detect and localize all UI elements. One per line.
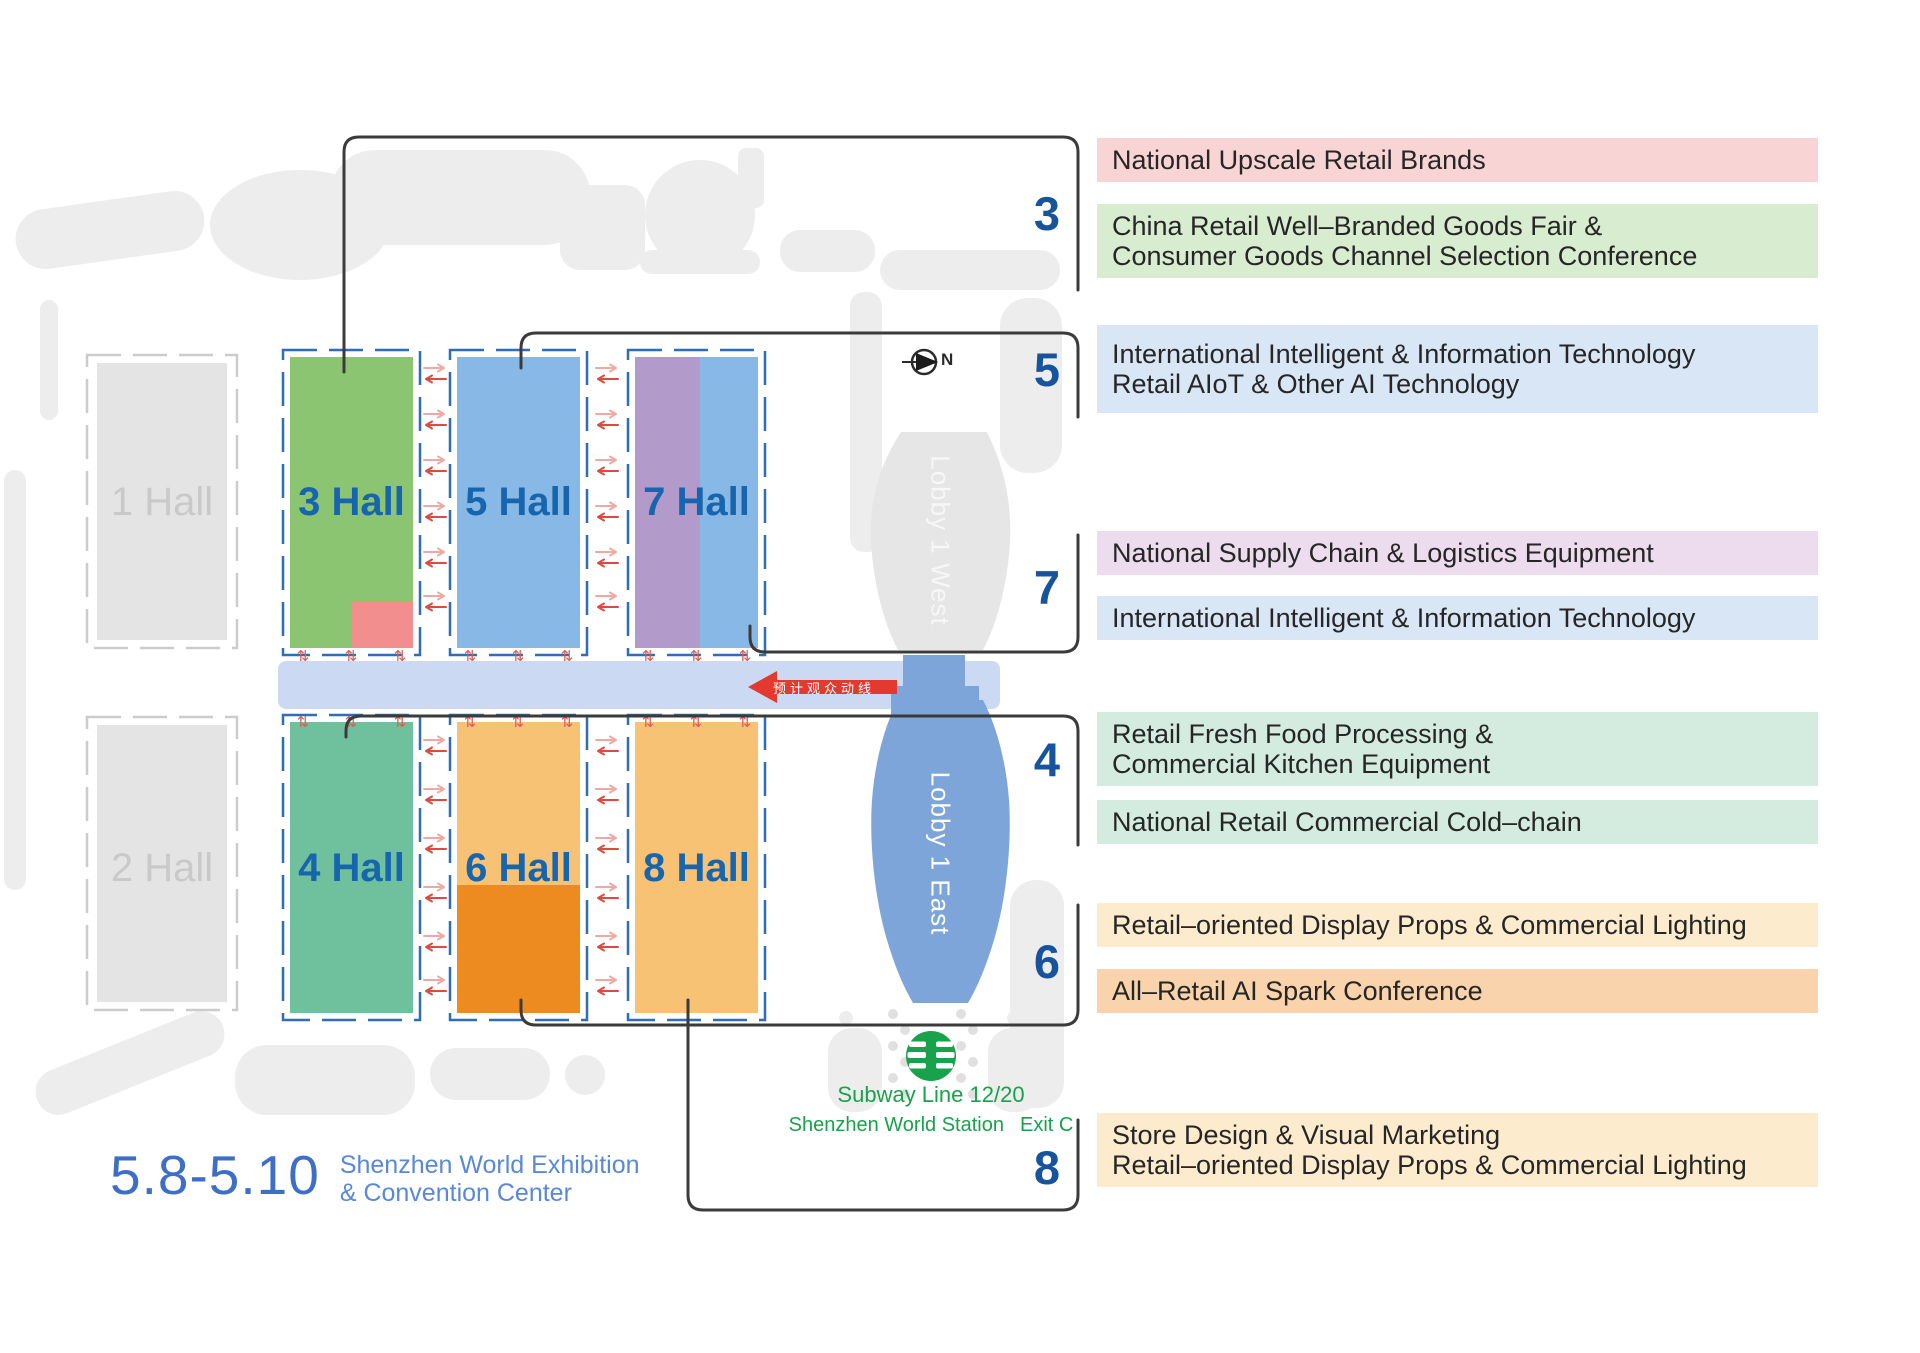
visitor-flow-label: 预计观众动线 <box>772 681 875 696</box>
legend-connector-lines <box>342 135 1080 1212</box>
metro-icon <box>906 1031 956 1081</box>
hall-1 <box>85 353 239 650</box>
svg-text:⇅: ⇅ <box>512 647 525 665</box>
legend-bar-line: International Intelligent & Information … <box>1112 603 1696 633</box>
hall-5-fill <box>457 357 580 648</box>
hall-7 <box>626 348 767 657</box>
legend-bar: National Upscale Retail Brands <box>1097 138 1818 182</box>
legend-bar-line: Store Design & Visual Marketing <box>1112 1120 1501 1150</box>
hall-4-fill <box>290 722 413 1013</box>
north-arrow-icon <box>902 348 938 376</box>
legend-number-3: 3 <box>1033 187 1060 240</box>
legend-bar-line: Consumer Goods Channel Selection Confere… <box>1112 241 1698 271</box>
hall-3-pink-zone <box>352 602 413 648</box>
event-dates: 5.8-5.10 <box>110 1144 320 1206</box>
legend-bar: International Intelligent & Information … <box>1097 325 1818 413</box>
lobby-1-east-label: Lobby 1 East <box>925 771 956 936</box>
subway-station-label: Shenzhen World Station <box>788 1114 1004 1136</box>
hall-8-label: 8 Hall <box>643 846 750 890</box>
legend-bar: Retail Fresh Food Processing & Commercia… <box>1097 712 1818 786</box>
svg-text:⇅: ⇅ <box>345 647 358 665</box>
hall-7-blue-zone <box>700 357 758 648</box>
hall-7-purple-zone <box>635 357 700 648</box>
event-footer: 5.8-5.10 Shenzhen World Exhibition & Con… <box>110 1146 640 1207</box>
legend-number-8: 8 <box>1033 1141 1060 1194</box>
hall-2 <box>85 715 239 1012</box>
legend-bar-line: China Retail Well–Branded Goods Fair & <box>1112 211 1603 241</box>
legend-bar-line: All–Retail AI Spark Conference <box>1112 976 1483 1006</box>
subway-caption: Subway Line 12/20 Shenzhen World Station… <box>770 1082 1092 1137</box>
svg-text:⇅: ⇅ <box>739 647 752 665</box>
legend-bar: Store Design & Visual Marketing Retail–o… <box>1097 1113 1818 1187</box>
subway-exit-label: Exit C <box>1019 1114 1074 1136</box>
hall-6-light-zone <box>457 722 580 885</box>
legend-bar-line: National Supply Chain & Logistics Equipm… <box>1112 538 1654 568</box>
corridor-band <box>278 661 1000 709</box>
svg-text:⇅: ⇅ <box>690 647 703 665</box>
legend-bar: Retail–oriented Display Props & Commerci… <box>1097 903 1818 947</box>
legend-bar: International Intelligent & Information … <box>1097 596 1818 640</box>
legend-bar-line: Retail Fresh Food Processing & <box>1112 719 1494 749</box>
legend-bar: All–Retail AI Spark Conference <box>1097 969 1818 1013</box>
hall-5 <box>448 348 589 657</box>
svg-text:⇅: ⇅ <box>464 647 477 665</box>
hall-3-label: 3 Hall <box>298 480 405 524</box>
legend-number-7: 7 <box>1033 561 1060 614</box>
legend-bar-line: Retail–oriented Display Props & Commerci… <box>1112 1150 1747 1180</box>
legend-number-5: 5 <box>1033 343 1060 396</box>
svg-text:⇅: ⇅ <box>297 647 310 665</box>
venue-name-line1: Shenzhen World Exhibition <box>339 1151 640 1179</box>
svg-text:⇅: ⇅ <box>394 647 407 665</box>
svg-text:⇅: ⇅ <box>642 647 655 665</box>
lobby-1-west-label: Lobby 1 West <box>925 455 956 626</box>
hall-7-label: 7 Hall <box>643 480 750 524</box>
legend-bar: National Supply Chain & Logistics Equipm… <box>1097 531 1818 575</box>
hall-3-fill <box>290 357 413 648</box>
hall-4-label: 4 Hall <box>298 846 405 890</box>
hall-6-label: 6 Hall <box>465 846 572 890</box>
site-dots <box>888 1009 978 1099</box>
hall-8-fill <box>635 722 758 1013</box>
visitor-flow-arrow <box>748 671 897 703</box>
legend-bar: China Retail Well–Branded Goods Fair & C… <box>1097 204 1818 278</box>
site-silhouette <box>4 148 1064 1115</box>
lobby-1-west-shape <box>870 432 1011 650</box>
legend-bar: National Retail Commercial Cold–chain <box>1097 800 1818 844</box>
hall-4 <box>281 713 422 1022</box>
legend-bar-line: Commercial Kitchen Equipment <box>1112 749 1491 779</box>
legend-bar-line: National Upscale Retail Brands <box>1112 145 1486 175</box>
hall-3 <box>281 348 422 657</box>
legend-number-4: 4 <box>1033 733 1060 786</box>
legend-bar-line: National Retail Commercial Cold–chain <box>1112 807 1582 837</box>
north-label: N <box>941 350 954 369</box>
hall-1-label: 1 Hall <box>110 480 214 524</box>
hall-5-label: 5 Hall <box>465 480 572 524</box>
venue-name-line2: & Convention Center <box>339 1179 572 1207</box>
legend-number-6: 6 <box>1033 935 1060 988</box>
hall-6-dark-zone <box>457 885 580 1013</box>
legend-bar-line: Retail AIoT & Other AI Technology <box>1112 369 1520 399</box>
subway-line-label: Subway Line 12/20 <box>837 1082 1025 1107</box>
legend-bar-line: International Intelligent & Information … <box>1112 339 1696 369</box>
svg-text:⇅: ⇅ <box>297 713 310 731</box>
lobby-1-east-shape <box>871 700 1010 1003</box>
hall-2-label: 2 Hall <box>110 846 214 890</box>
svg-text:⇅: ⇅ <box>561 647 574 665</box>
legend-bar-line: Retail–oriented Display Props & Commerci… <box>1112 910 1747 940</box>
